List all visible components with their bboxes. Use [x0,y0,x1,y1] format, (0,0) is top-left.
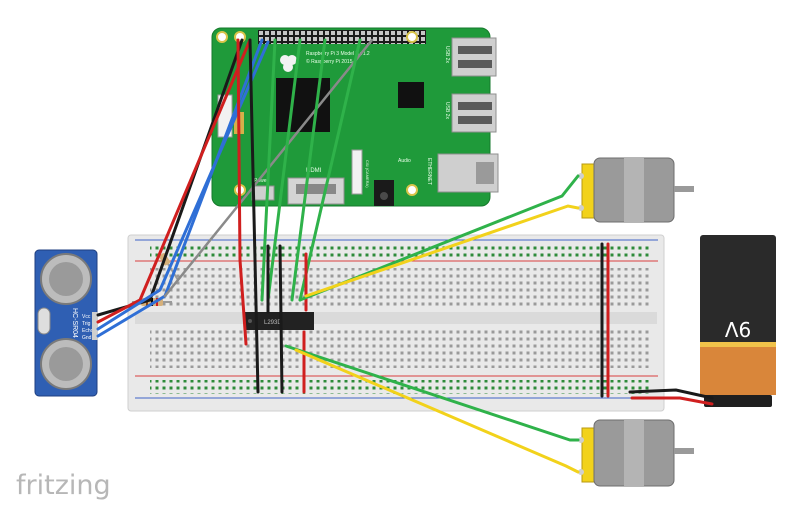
rail-holes-top [150,244,650,258]
mount-hole-icon [216,31,228,43]
wire-black [628,388,714,400]
camera-label: CSI (CAMERA) [365,160,370,188]
usb-label-2: USB 2x [444,102,450,119]
hdmi-label: HDMI [306,168,322,174]
ethernet-port [437,153,499,193]
usb-label-1: USB 2x [444,46,450,63]
crystal-oscillator [37,307,51,335]
motor-terminal-icon [578,469,584,475]
wire-yellow [294,348,580,474]
battery-label: 9V [724,317,751,341]
motor-bottom [578,419,694,487]
wire-red [96,38,252,324]
usb-port-1 [451,37,497,77]
pi-copyright-label: © Raspberry Pi 2015 [306,58,353,65]
wire-yellow [304,204,580,298]
lan-chip [398,82,424,108]
transducer-bottom-icon [40,338,92,390]
wire-black [248,38,260,394]
usb-port-2 [451,93,497,133]
wire-red [236,38,242,262]
transducer-top-icon [40,253,92,305]
wire-green [290,38,327,302]
motor-terminal-icon [578,205,584,211]
mount-hole-icon [406,184,418,196]
ethernet-label: ETHERNET [426,158,432,185]
fritzing-watermark: fritzing [16,470,111,501]
power-label: Power [254,178,269,184]
wire-blue [96,40,270,331]
battery-terminal [704,395,772,407]
terminal-holes-lower [150,330,650,368]
center-channel [135,312,657,324]
motor-terminal-icon [578,173,584,179]
wire-red [238,258,248,346]
wire-green [298,38,362,302]
motor-driver-chip: L293D [244,312,314,330]
motor-terminal-icon [578,437,584,443]
pi-model-label: Raspberry Pi 3 Model B v1.2 [306,51,370,57]
rail-holes-bottom [150,380,650,394]
motor-top [578,157,694,223]
chip-label: L293D [264,320,282,326]
terminal-holes-upper [150,268,650,306]
mount-hole-icon [406,31,418,43]
mount-hole-icon [234,31,246,43]
sensor-pin-label: Gnd [82,335,92,341]
sensor-pin-label: Echo [82,328,94,334]
wire-black [278,244,284,394]
audio-label: Audio [398,158,411,164]
battery-9v: 9V [700,235,776,407]
wire-black [96,38,244,317]
wire-green [266,38,302,302]
wire-green [298,174,580,302]
power-port [251,185,275,201]
wire-green [260,38,277,302]
wire-green [284,344,580,442]
sensor-pin-label: Trig [82,321,91,327]
camera-connector [351,149,363,195]
sensor-model-label: HC-SR04 [71,308,78,338]
raspberry-logo-icon [280,55,297,72]
wire-red [630,396,714,406]
wires [96,38,714,474]
ultrasonic-sensor: HC-SR04 Vcc Trig Echo Gnd [34,249,98,397]
sensor-header-pins [92,312,98,340]
sensor-pin-label: Vcc [82,314,91,320]
